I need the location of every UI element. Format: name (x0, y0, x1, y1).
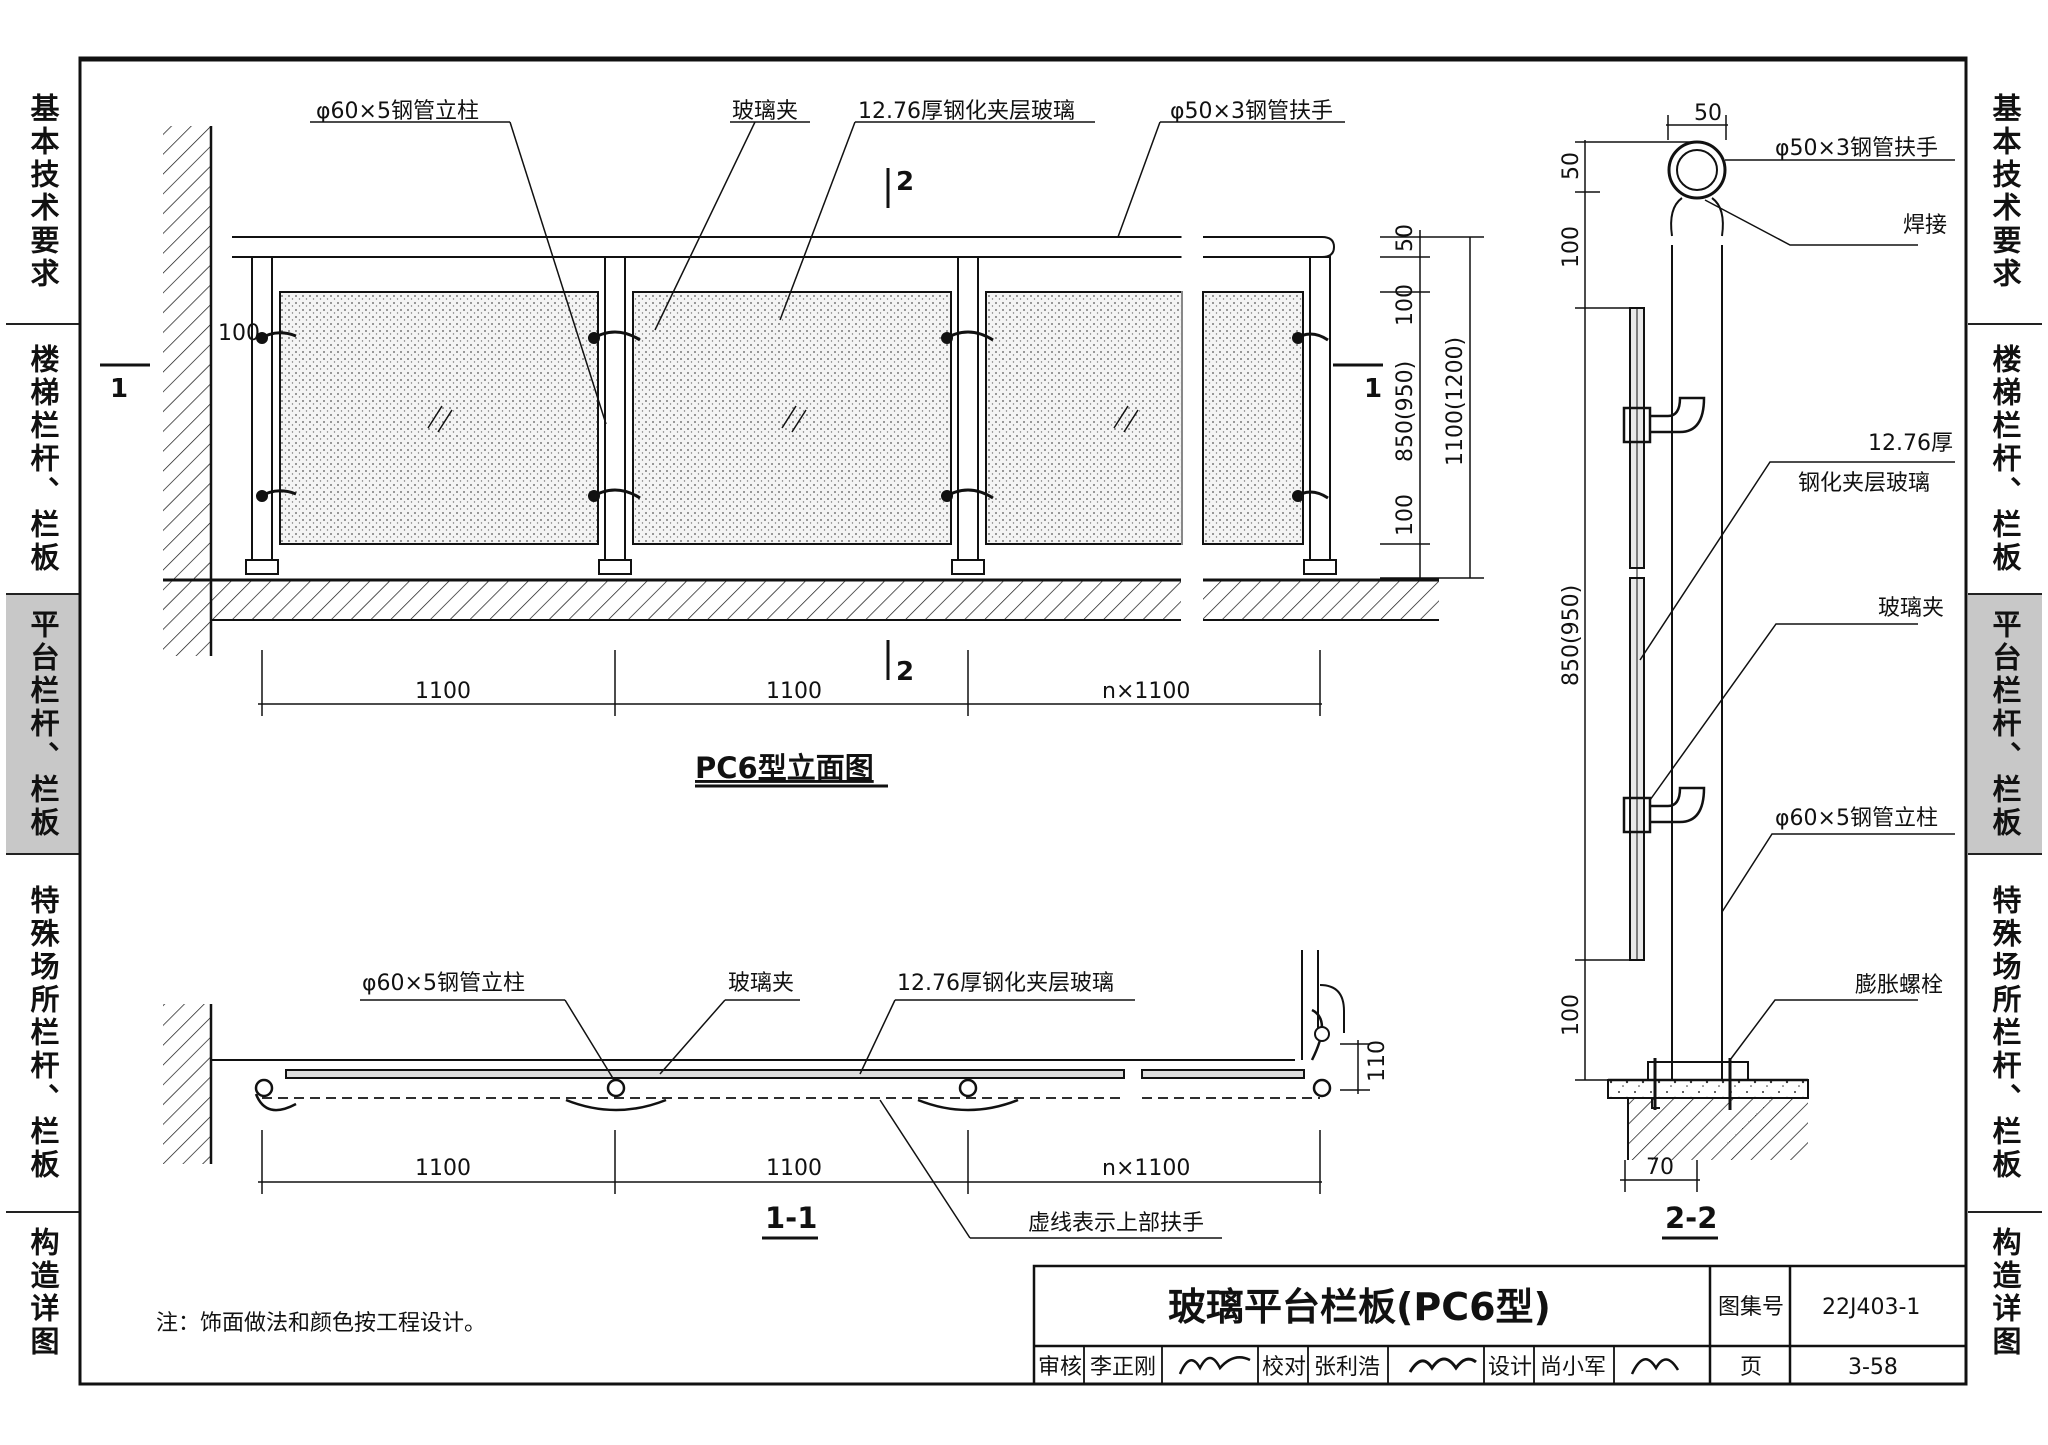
title-block (1032, 1264, 1968, 1386)
sec-callout-glass-1: 12.76厚 (1868, 431, 1953, 456)
section-mark-1-left: 1 (110, 374, 128, 404)
elev-dim-span-n: n×1100 (1102, 679, 1190, 704)
tab-construction-details[interactable]: 构造详图 (26, 1227, 60, 1359)
atlas-label: 图集号 (1718, 1295, 1784, 1320)
tab-construction-details-right[interactable]: 构造详图 (1988, 1227, 2022, 1359)
design-label: 设计 (1488, 1355, 1532, 1380)
sec-callout-handrail: φ50×3钢管扶手 (1775, 136, 1938, 161)
plan-title: 1-1 (765, 1201, 817, 1235)
sec-callout-glass-2: 钢化夹层玻璃 (1798, 471, 1930, 496)
page-label: 页 (1740, 1355, 1762, 1380)
plan-dim-span-2: 1100 (766, 1156, 822, 1181)
drawing-title: 玻璃平台栏板(PC6型) (1168, 1285, 1551, 1329)
design-note: 注：饰面做法和颜色按工程设计。 (156, 1311, 486, 1336)
right-tab-bar: 基本技术要求 楼梯栏杆、栏板 平台栏杆、栏板 特殊场所栏杆、栏板 构造详图 (1968, 60, 2042, 1373)
page-number: 3-58 (1848, 1355, 1898, 1380)
section-mark-1-right: 1 (1364, 374, 1382, 404)
tab-basic-requirements[interactable]: 基本技术要求 (6, 60, 80, 325)
elev-dim-50: 50 (1393, 224, 1418, 252)
tab-platform-railings[interactable]: 平台栏杆、栏板 (6, 595, 80, 855)
tab-stair-railings[interactable]: 楼梯栏杆、栏板 (6, 325, 80, 595)
reviewer-name: 李正刚 (1090, 1355, 1156, 1380)
elev-dim-span-1: 1100 (415, 679, 471, 704)
plan-callout-post: φ60×5钢管立柱 (362, 971, 525, 996)
sheet-border (78, 56, 1968, 1386)
sec-dim-100-top: 100 (1559, 226, 1584, 268)
elev-dim-850: 850(950) (1393, 361, 1418, 462)
sec-dim-50: 50 (1559, 152, 1584, 180)
elev-dim-wall-100: 100 (218, 321, 260, 346)
sec-callout-weld: 焊接 (1903, 213, 1947, 238)
elev-callout-glass: 12.76厚钢化夹层玻璃 (858, 99, 1075, 124)
tab-special-railings-right[interactable]: 特殊场所栏杆、栏板 (1968, 855, 2042, 1213)
elevation-view (100, 121, 1484, 716)
elev-dim-100-top: 100 (1393, 284, 1418, 326)
tab-special-railings[interactable]: 特殊场所栏杆、栏板 (6, 855, 80, 1213)
plan-dim-span-n: n×1100 (1102, 1156, 1190, 1181)
section-mark-2-bottom: 2 (896, 657, 914, 687)
plan-dim-110: 110 (1365, 1040, 1390, 1082)
sec-callout-post: φ60×5钢管立柱 (1775, 806, 1938, 831)
sec-callout-clip: 玻璃夹 (1878, 596, 1944, 621)
tab-platform-railings-right[interactable]: 平台栏杆、栏板 (1968, 595, 2042, 855)
review-label: 审核 (1038, 1355, 1082, 1380)
elev-dim-total: 1100(1200) (1443, 337, 1468, 466)
sec-dim-w70: 70 (1646, 1155, 1674, 1180)
sec-callout-bolt: 膨胀螺栓 (1855, 973, 1943, 998)
plan-dashed-note: 虚线表示上部扶手 (1028, 1211, 1204, 1236)
sec-dim-100-bottom: 100 (1559, 994, 1584, 1036)
reviewer-signature (1178, 1356, 1251, 1375)
designer-name: 尚小军 (1540, 1355, 1606, 1380)
plan-view (163, 950, 1370, 1239)
plan-dim-span-1: 1100 (415, 1156, 471, 1181)
elev-callout-clip: 玻璃夹 (732, 99, 798, 124)
left-tab-bar: 基本技术要求 楼梯栏杆、栏板 平台栏杆、栏板 特殊场所栏杆、栏板 构造详图 (6, 60, 80, 1373)
section-mark-2-top: 2 (896, 167, 914, 197)
tab-basic-requirements-right[interactable]: 基本技术要求 (1968, 60, 2042, 325)
plan-callout-clip: 玻璃夹 (728, 971, 794, 996)
sec-dim-850: 850(950) (1559, 585, 1584, 686)
sec-dim-w50: 50 (1694, 101, 1722, 126)
elev-dim-100-bottom: 100 (1393, 494, 1418, 536)
elevation-title: PC6型立面图 (695, 751, 874, 785)
elev-callout-handrail: φ50×3钢管扶手 (1170, 99, 1333, 124)
elev-callout-post: φ60×5钢管立柱 (316, 99, 479, 124)
elev-dim-span-2: 1100 (766, 679, 822, 704)
designer-signature (1630, 1358, 1680, 1375)
check-label: 校对 (1262, 1355, 1306, 1380)
section-view (1575, 115, 1955, 1192)
plan-callout-glass: 12.76厚钢化夹层玻璃 (897, 971, 1114, 996)
checker-name: 张利浩 (1314, 1355, 1380, 1380)
atlas-number: 22J403-1 (1822, 1295, 1920, 1320)
section-title: 2-2 (1665, 1201, 1717, 1235)
tab-stair-railings-right[interactable]: 楼梯栏杆、栏板 (1968, 325, 2042, 595)
checker-signature (1408, 1357, 1477, 1373)
